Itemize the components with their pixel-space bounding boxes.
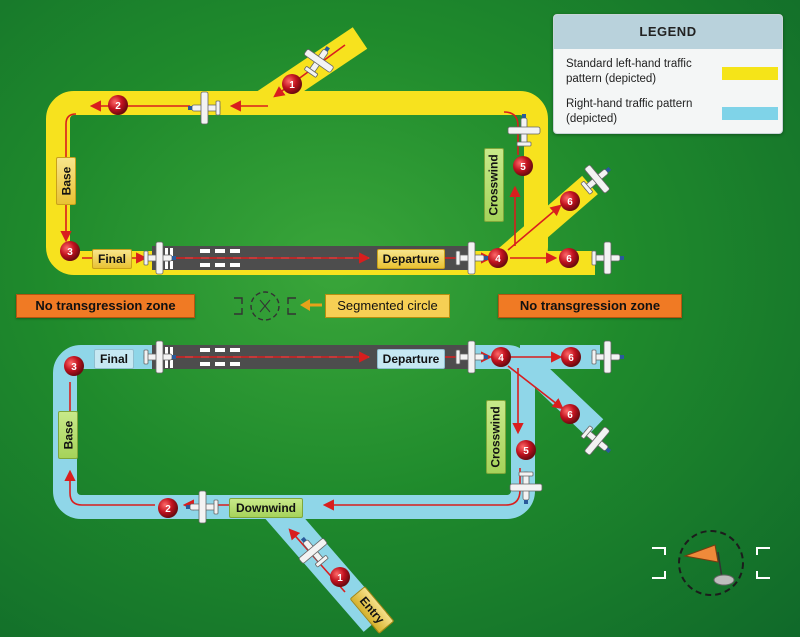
- upper-final-label: Final: [92, 249, 132, 269]
- upper-departure-label: Departure: [377, 249, 445, 269]
- lower-base-label: Base: [58, 411, 78, 459]
- marker-upper-2: 2: [115, 101, 121, 112]
- segmented-circle-label: Segmented circle: [325, 294, 450, 318]
- marker-lower-3: 3: [71, 362, 77, 373]
- marker-upper-6b: 6: [566, 254, 572, 265]
- wind-indicator-icon: [652, 530, 770, 596]
- no-transgression-zone-left: No transgression zone: [16, 294, 195, 318]
- no-transgression-zone-right: No transgression zone: [498, 294, 682, 318]
- legend-item-label: Right-hand traffic pattern (depicted): [566, 98, 693, 125]
- marker-upper-3: 3: [67, 247, 73, 258]
- marker-upper-5: 5: [520, 162, 526, 173]
- lower-markers: 1 2 3 4 5 6 6: [64, 347, 581, 587]
- upper-markers: 1 2 3 4 5 6 6: [60, 74, 580, 268]
- marker-lower-2: 2: [165, 504, 171, 515]
- marker-upper-1: 1: [289, 80, 295, 91]
- segmented-circle-pointer: [300, 299, 322, 311]
- aircraft-upper-departing-2: [591, 241, 625, 275]
- legend-item-right-hand: Right-hand traffic pattern (depicted): [566, 97, 780, 133]
- lower-final-label: Final: [94, 349, 134, 369]
- lower-departure-label: Departure: [377, 349, 445, 369]
- lower-crosswind-label: Crosswind: [486, 400, 506, 474]
- legend-item-label: Standard left-hand traffic pattern (depi…: [566, 58, 692, 85]
- marker-lower-6a: 6: [568, 353, 574, 364]
- legend-title: LEGEND: [554, 15, 782, 49]
- marker-lower-4: 4: [498, 353, 504, 364]
- marker-lower-5: 5: [523, 446, 529, 457]
- marker-lower-6b: 6: [567, 410, 573, 421]
- legend: LEGEND Standard left-hand traffic patter…: [553, 14, 783, 134]
- lower-downwind-label: Downwind: [229, 498, 303, 518]
- legend-item-left-hand: Standard left-hand traffic pattern (depi…: [566, 57, 780, 93]
- legend-swatch-yellow: [722, 67, 778, 80]
- upper-crosswind-label: Crosswind: [484, 148, 504, 222]
- marker-upper-4: 4: [495, 254, 501, 265]
- marker-lower-1: 1: [337, 573, 343, 584]
- marker-upper-6a: 6: [567, 197, 573, 208]
- segmented-circle-icon: [234, 291, 296, 321]
- upper-base-label: Base: [56, 157, 76, 205]
- legend-swatch-blue: [722, 107, 778, 120]
